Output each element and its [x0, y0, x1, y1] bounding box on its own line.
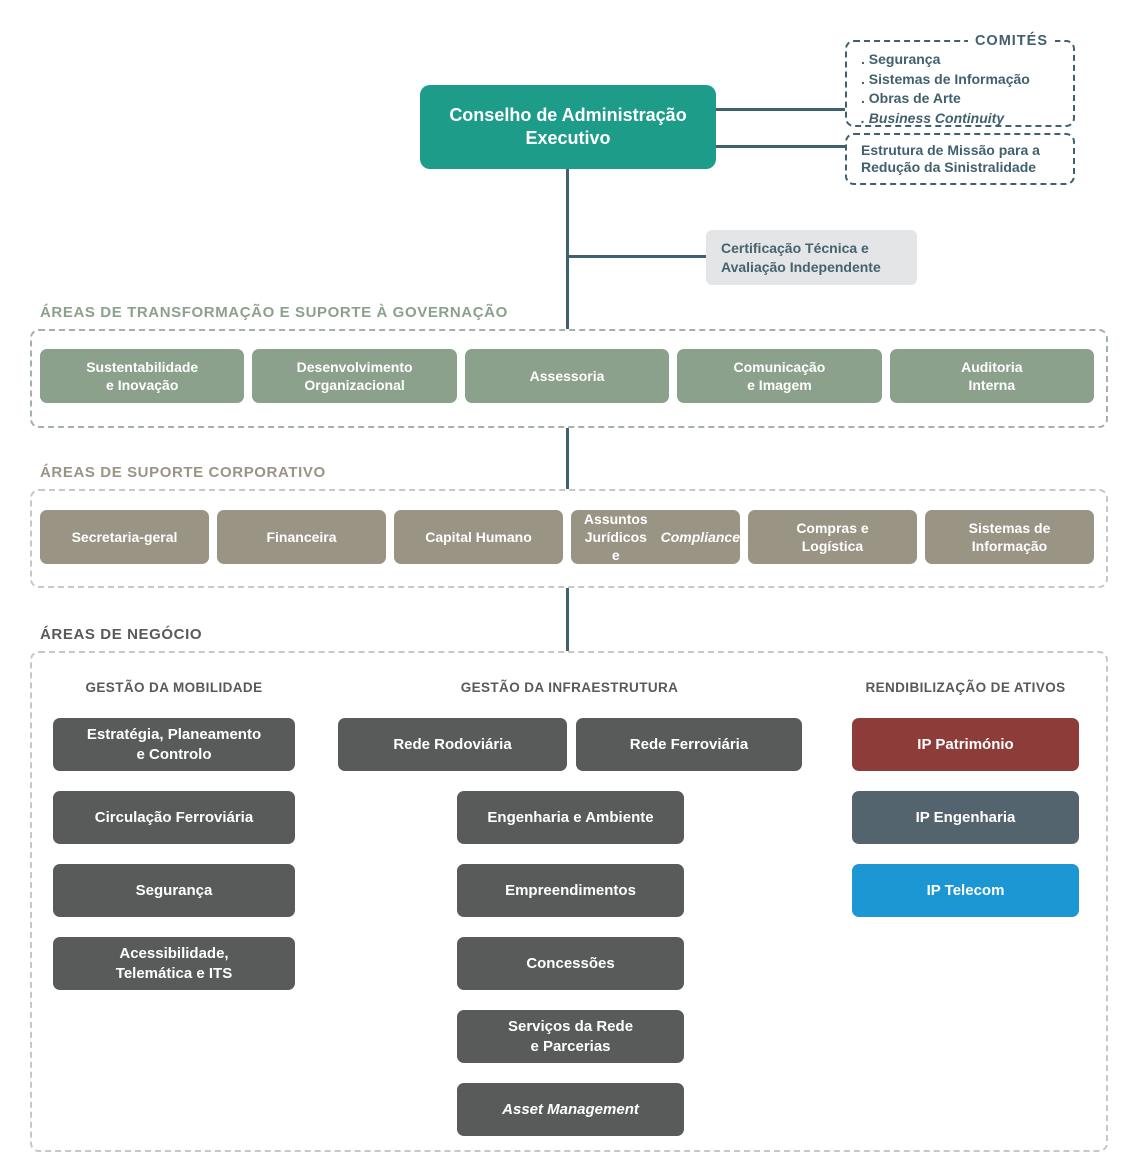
org-box-capital-humano: Capital Humano — [394, 510, 563, 564]
org-box-secretaria-geral: Secretaria-geral — [40, 510, 209, 564]
org-box-financeira: Financeira — [217, 510, 386, 564]
org-box-ip-telecom: IP Telecom — [852, 864, 1079, 917]
org-box-estrategia: Estratégia, Planeamento e Controlo — [53, 718, 295, 771]
connector-root-vertical — [566, 168, 569, 330]
org-box-concessoes: Concessões — [457, 937, 684, 990]
org-box-ip-patrimonio: IP Património — [852, 718, 1079, 771]
committees-box: COMITÉS . Segurança . Sistemas de Inform… — [845, 32, 1075, 127]
org-box-circulacao-ferroviaria: Circulação Ferroviária — [53, 791, 295, 844]
connector-to-certification — [568, 255, 706, 258]
committee-item: . Segurança — [861, 51, 941, 67]
executive-board-box: Conselho de Administração Executivo — [420, 85, 716, 169]
committee-item: . Business Continuity — [861, 109, 1005, 126]
org-box-rede-ferroviaria: Rede Ferroviária — [576, 718, 802, 771]
org-box-empreendimentos: Empreendimentos — [457, 864, 684, 917]
connector-corporate-to-business — [566, 584, 569, 652]
org-box-assessoria: Assessoria — [464, 349, 670, 403]
connector-root-to-mission — [715, 145, 845, 148]
org-box-asset-management: Asset Management — [457, 1083, 684, 1136]
org-box-assuntos-juridicos: Assuntos Jurídicos e Compliance — [571, 510, 740, 564]
org-box-seguranca: Segurança — [53, 864, 295, 917]
connector-root-to-comites — [715, 108, 845, 111]
infrastructure-column-header: GESTÃO DA INFRAESTRUTURA — [460, 680, 679, 695]
governance-section-title: ÁREAS DE TRANSFORMAÇÃO E SUPORTE À GOVER… — [40, 304, 508, 321]
org-box-desenvolvimento: Desenvolvimento Organizacional — [252, 349, 457, 403]
assets-column-header: RENDIBILIZAÇÃO DE ATIVOS — [865, 680, 1066, 695]
mobility-column-header: GESTÃO DA MOBILIDADE — [85, 680, 263, 695]
org-box-ip-engenharia: IP Engenharia — [852, 791, 1079, 844]
org-box-servicos-rede: Serviços da Rede e Parcerias — [457, 1010, 684, 1063]
org-box-sistemas-informacao: Sistemas de Informação — [925, 510, 1094, 564]
org-box-engenharia-ambiente: Engenharia e Ambiente — [457, 791, 684, 844]
org-box-auditoria: Auditoria Interna — [889, 349, 1095, 403]
org-box-acessibilidade: Acessibilidade, Telemática e ITS — [53, 937, 295, 990]
certification-box: Certificação Técnica e Avaliação Indepen… — [706, 230, 917, 285]
committee-item: . Obras de Arte — [861, 90, 961, 106]
corporate-section-title: ÁREAS DE SUPORTE CORPORATIVO — [40, 464, 326, 481]
org-box-sustentabilidade: Sustentabilidade e Inovação — [40, 349, 245, 403]
connector-governance-to-corporate — [566, 424, 569, 490]
business-section-title: ÁREAS DE NEGÓCIO — [40, 626, 203, 643]
committee-item: . Sistemas de Informação — [861, 70, 1030, 87]
org-box-compras-logistica: Compras e Logística — [748, 510, 917, 564]
mission-label: Estrutura de Missão para a Redução da Si… — [861, 141, 1040, 176]
committees-title: COMITÉS — [967, 32, 1055, 51]
org-box-rede-rodoviaria: Rede Rodoviária — [338, 718, 567, 771]
mission-box: Estrutura de Missão para a Redução da Si… — [845, 133, 1075, 185]
org-box-comunicacao: Comunicação e Imagem — [677, 349, 882, 403]
